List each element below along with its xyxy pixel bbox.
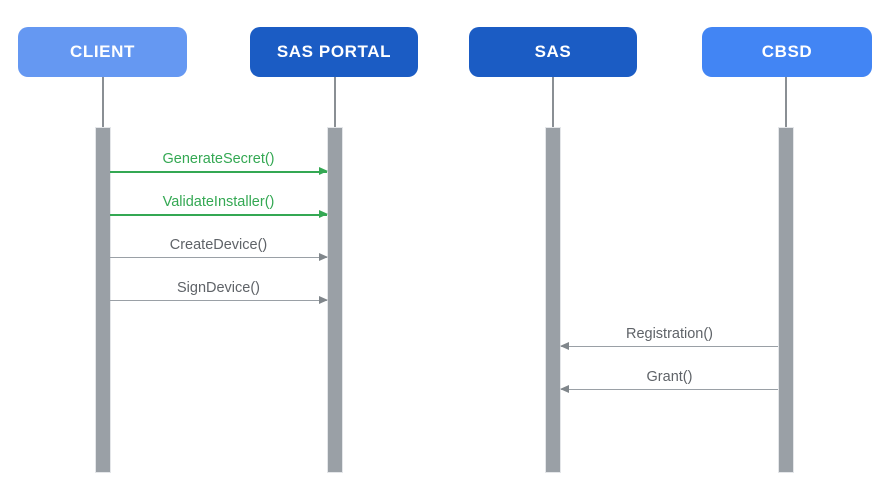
- activation-bar-sas: [545, 127, 561, 473]
- activation-bar-sas-portal: [327, 127, 343, 473]
- arrowhead-left-icon: [560, 342, 569, 350]
- message-line: [110, 214, 327, 216]
- message-line: [561, 389, 778, 390]
- message-label: Registration(): [625, 326, 714, 342]
- arrowhead-right-icon: [319, 296, 328, 304]
- activation-bar-client: [95, 127, 111, 473]
- lifeline-cbsd: [785, 77, 787, 127]
- message-label: Grant(): [646, 369, 693, 385]
- actor-box-sas: SAS: [469, 27, 637, 77]
- message-line: [110, 300, 327, 301]
- arrowhead-right-icon: [319, 167, 328, 175]
- arrowhead-right-icon: [319, 210, 328, 218]
- message-label: GenerateSecret(): [162, 151, 275, 167]
- actor-label-cbsd: CBSD: [761, 42, 813, 61]
- actor-box-client: CLIENT: [18, 27, 187, 77]
- message-line: [110, 171, 327, 173]
- message-line: [110, 257, 327, 258]
- activation-bar-cbsd: [778, 127, 794, 473]
- message-line: [561, 346, 778, 347]
- actor-box-sas-portal: SAS PORTAL: [250, 27, 418, 77]
- actor-label-sas: SAS: [534, 42, 572, 61]
- actor-box-cbsd: CBSD: [702, 27, 872, 77]
- lifeline-client: [102, 77, 104, 127]
- actor-label-client: CLIENT: [70, 42, 135, 61]
- message-label: ValidateInstaller(): [162, 194, 275, 210]
- message-label: CreateDevice(): [169, 237, 268, 253]
- arrowhead-left-icon: [560, 385, 569, 393]
- message-label: SignDevice(): [177, 280, 260, 296]
- arrowhead-right-icon: [319, 253, 328, 261]
- lifeline-sas: [552, 77, 554, 127]
- actor-label-sas-portal: SAS PORTAL: [276, 42, 392, 61]
- lifeline-sas-portal: [334, 77, 336, 127]
